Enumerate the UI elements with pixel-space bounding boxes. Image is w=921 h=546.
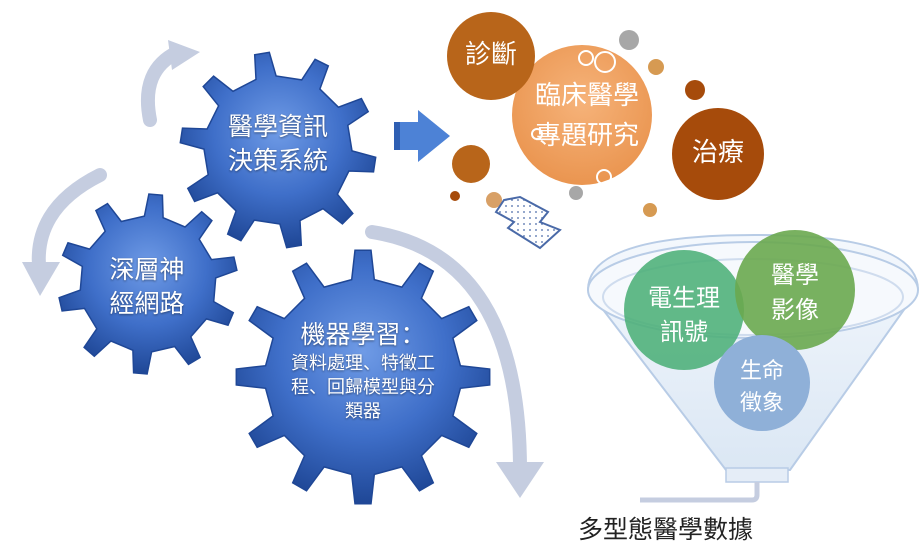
bubble-label-treatment: 治療 — [691, 138, 744, 168]
right-arrow-icon — [394, 110, 450, 162]
funnel-label-line: 訊號 — [660, 317, 708, 346]
bubble-label-clinical-research: 臨床醫學 專題研究 — [522, 76, 652, 157]
gear-label-title: 機器學習： — [300, 320, 426, 349]
arrowheads — [22, 40, 544, 498]
funnel-label-line: 影像 — [771, 295, 819, 324]
bubble-label-line: 臨床醫學 — [534, 81, 639, 111]
arrowhead-top — [168, 40, 200, 70]
small-bubble — [578, 50, 594, 66]
funnel-label-line: 醫學 — [771, 261, 819, 289]
gear-label-machine-learning: 機器學習： 資料處理、特徵工 程、回歸模型與分 類器 — [268, 318, 458, 425]
bubble-clinical-research — [512, 45, 652, 185]
cycle-arrow-right — [365, 225, 527, 477]
funnel-label-medical-imaging: 醫學 影像 — [755, 258, 835, 328]
small-bubble — [643, 203, 657, 217]
small-bubble — [594, 51, 616, 73]
small-bubble — [648, 59, 664, 75]
gear-label-decision-system: 醫學資訊 決策系統 — [208, 110, 348, 178]
small-bubble — [619, 30, 639, 50]
gear-decision-system — [179, 51, 377, 249]
gear-label-line: 類器 — [345, 401, 381, 423]
small-bubble — [531, 128, 543, 140]
gear-deep-network — [58, 193, 238, 375]
small-bubble — [450, 191, 460, 201]
funnel-label-vital-signs: 生命 徵象 — [722, 356, 802, 420]
bubble-treatment — [672, 108, 764, 200]
gear-label-line: 資料處理、特徵工 — [291, 352, 435, 374]
circle-vital-signs — [714, 335, 810, 431]
funnel-label-line: 生命 — [739, 359, 784, 384]
bubble-diagnosis — [447, 12, 535, 100]
gear-label-line: 決策系統 — [227, 145, 328, 175]
gear-label-line: 深層神 — [109, 255, 185, 284]
gear-machine-learning — [235, 249, 491, 505]
down-arrow-icon — [494, 195, 562, 250]
gear-layer — [58, 51, 491, 505]
bubble-cluster — [447, 12, 764, 217]
funnel — [586, 230, 920, 503]
gear-label-line: 程、回歸模型與分 — [291, 377, 435, 399]
funnel-caption: 多型態醫學數據 — [578, 515, 754, 544]
cycle-arrow-left — [31, 168, 107, 282]
circle-medical-imaging — [735, 230, 855, 350]
gear-label-deep-network: 深層神 經網路 — [92, 253, 202, 321]
funnel-label-line: 徵象 — [739, 390, 784, 416]
arrowhead-right — [496, 462, 544, 498]
funnel-label-electrophysiology: 電生理 訊號 — [634, 282, 734, 349]
gear-label-line: 醫學資訊 — [227, 112, 328, 141]
small-bubble — [596, 169, 612, 185]
bubble-label-line: 專題研究 — [534, 121, 639, 152]
small-bubble — [685, 80, 705, 100]
small-bubble — [486, 192, 502, 208]
gear-label-line: 經網路 — [109, 288, 185, 318]
circle-electrophysiology — [624, 250, 744, 370]
small-bubble — [569, 186, 583, 200]
small-bubble — [452, 145, 490, 183]
funnel-label-line: 電生理 — [648, 284, 720, 312]
arrowhead-left — [22, 262, 60, 296]
bubble-label-diagnosis: 診斷 — [464, 40, 517, 70]
